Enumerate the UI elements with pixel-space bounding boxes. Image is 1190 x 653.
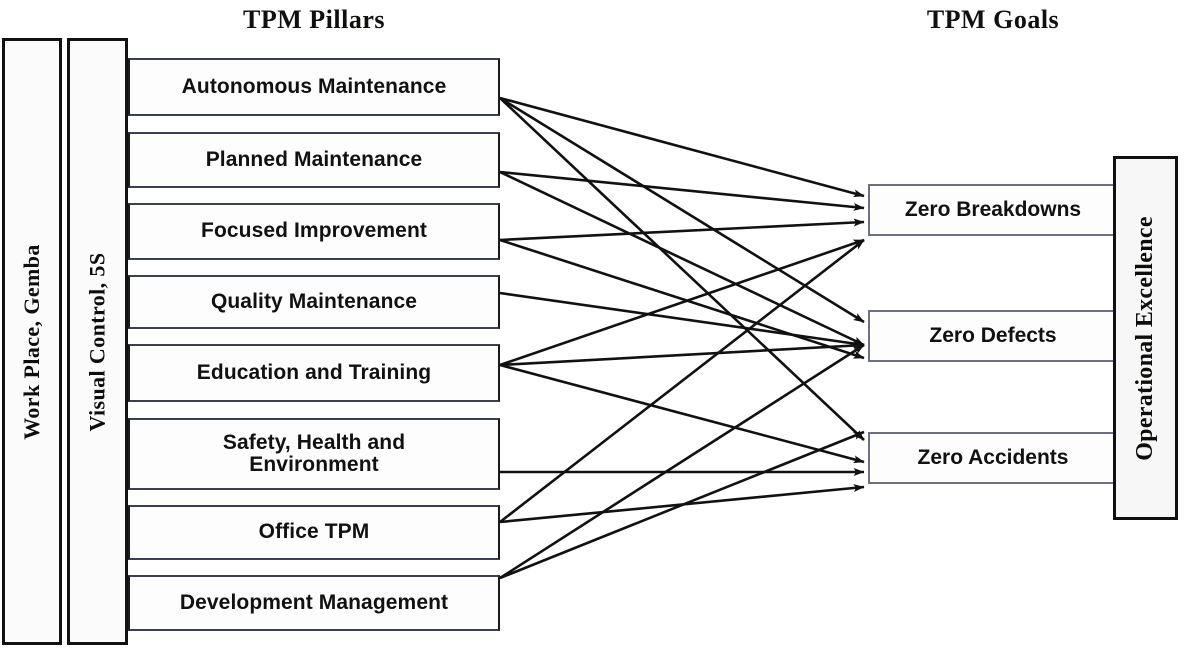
arrow-education-and-training-to-zero-breakdowns xyxy=(499,238,865,367)
pillar-label-focused-improvement: Focused Improvement xyxy=(201,219,427,243)
arrow-autonomous-maintenance-to-zero-breakdowns xyxy=(499,96,865,198)
arrow-education-and-training-to-zero-accidents xyxy=(499,363,865,464)
arrow-focused-improvement-to-zero-breakdowns xyxy=(499,218,865,242)
foundation-bar-work-place-gemba-label: Work Place, Gemba xyxy=(19,243,45,440)
pillar-label-autonomous-maintenance: Autonomous Maintenance xyxy=(181,74,447,98)
arrow-development-management-to-zero-defects xyxy=(499,343,865,580)
pillar-label-office-tpm: Office TPM xyxy=(258,520,370,544)
pillar-label-education-and-training: Education and Training xyxy=(196,360,432,384)
pillar-box-focused-improvement[interactable]: Focused Improvement xyxy=(128,203,500,260)
arrow-office-tpm-to-zero-accidents xyxy=(499,484,865,524)
arrow-planned-maintenance-to-zero-defects xyxy=(499,170,865,347)
pillar-label-development-management: Development Management xyxy=(179,590,449,614)
pillar-box-safety-health-environment[interactable]: Safety, Health and Environment xyxy=(128,418,500,490)
arrow-office-tpm-to-zero-breakdowns xyxy=(499,238,865,524)
outcome-bar-operational-excellence: Operational Excellence xyxy=(1113,156,1178,520)
pillar-label-planned-maintenance: Planned Maintenance xyxy=(205,147,423,171)
outcome-bar-label: Operational Excellence xyxy=(1132,215,1158,461)
pillar-box-planned-maintenance[interactable]: Planned Maintenance xyxy=(128,132,500,188)
pillar-label-safety-health-environment: Safety, Health and Environment xyxy=(222,430,406,476)
pillars-heading: TPM Pillars xyxy=(243,5,385,34)
arrow-focused-improvement-to-zero-defects xyxy=(499,238,865,360)
pillar-box-education-and-training[interactable]: Education and Training xyxy=(128,344,500,402)
goal-box-zero-defects[interactable]: Zero Defects xyxy=(868,310,1118,362)
arrow-autonomous-maintenance-to-zero-accidents xyxy=(499,97,865,441)
pillar-box-autonomous-maintenance[interactable]: Autonomous Maintenance xyxy=(128,58,500,116)
pillar-box-office-tpm[interactable]: Office TPM xyxy=(128,505,500,560)
goal-label-zero-defects: Zero Defects xyxy=(929,324,1057,347)
goal-label-zero-accidents: Zero Accidents xyxy=(917,446,1069,469)
goal-box-zero-accidents[interactable]: Zero Accidents xyxy=(868,432,1118,484)
goal-box-zero-breakdowns[interactable]: Zero Breakdowns xyxy=(868,184,1118,236)
foundation-bar-visual-control-5s-label: Visual Control, 5S xyxy=(84,252,110,431)
pillar-box-development-management[interactable]: Development Management xyxy=(128,575,500,631)
arrow-planned-maintenance-to-zero-breakdowns xyxy=(499,170,865,211)
arrow-autonomous-maintenance-to-zero-defects xyxy=(499,96,865,324)
arrow-development-management-to-zero-accidents xyxy=(499,430,865,580)
arrow-quality-maintenance-to-zero-defects xyxy=(499,291,865,348)
arrow-education-and-training-to-zero-defects xyxy=(499,341,865,367)
goal-label-zero-breakdowns: Zero Breakdowns xyxy=(904,198,1082,221)
foundation-bar-visual-control-5s: Visual Control, 5S xyxy=(67,38,128,645)
pillar-box-quality-maintenance[interactable]: Quality Maintenance xyxy=(128,275,500,329)
foundation-bar-work-place-gemba: Work Place, Gemba xyxy=(2,38,62,645)
pillar-label-quality-maintenance: Quality Maintenance xyxy=(210,289,418,313)
goals-heading: TPM Goals xyxy=(926,5,1060,34)
